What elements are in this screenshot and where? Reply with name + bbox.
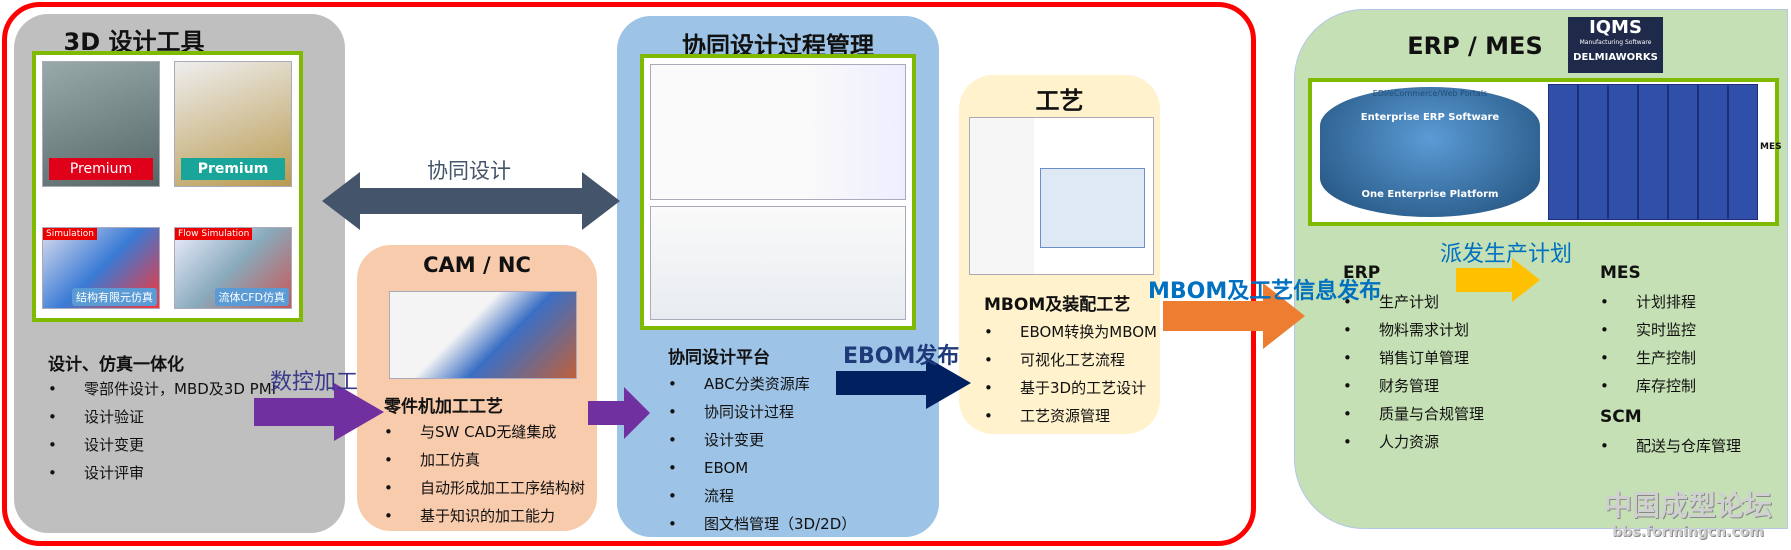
list-item: 基于知识的加工能力 — [384, 502, 585, 530]
list-item: 质量与合规管理 — [1343, 400, 1484, 428]
list-item: 实时监控 — [1600, 316, 1696, 344]
erp-mes-title: ERP / MES — [1407, 32, 1543, 60]
list-item: 计划排程 — [1600, 288, 1696, 316]
collab-list: ABC分类资源库 协同设计过程 设计变更 EBOM 流程 图文档管理（3D/2D… — [668, 370, 856, 538]
list-item: 与SW CAD无缝集成 — [384, 418, 585, 446]
list-item: EBOM转换为MBOM — [984, 318, 1157, 346]
cam-title: CAM / NC — [423, 253, 531, 277]
fea-image: Simulation 结构有限元仿真 — [42, 227, 160, 309]
premium-image-1: Premium — [42, 61, 160, 187]
list-item: ABC分类资源库 — [668, 370, 856, 398]
erp-heading: ERP — [1343, 263, 1381, 283]
design-tools-list: 零部件设计，MBD及3D PMI 设计验证 设计变更 设计评审 — [48, 375, 276, 487]
list-item: 设计变更 — [668, 426, 856, 454]
scm-list: 配送与仓库管理 — [1600, 432, 1741, 460]
list-item: EBOM — [668, 454, 856, 482]
watermark-title: 中国成型论坛 — [1604, 489, 1773, 522]
integration-frame — [2, 2, 1256, 546]
watermark: 中国成型论坛 bbs.formingcn.com — [1604, 484, 1772, 540]
platform-top-label: EDI/eCommerce/Web Portals — [1372, 89, 1488, 98]
list-item: 自动形成加工工序结构树 — [384, 474, 585, 502]
premium-image-2: Premium — [174, 61, 292, 187]
list-item: 流程 — [668, 482, 856, 510]
cam-to-collab-arrow — [588, 387, 650, 439]
plm-screenshot — [650, 64, 906, 200]
mes-side-label: MES — [1760, 142, 1782, 152]
list-item: 库存控制 — [1600, 372, 1696, 400]
platform-center-label: Enterprise ERP Software — [1360, 112, 1500, 123]
collab-screenshots — [640, 54, 916, 330]
ebom-arrow — [836, 357, 971, 409]
premium-label: Premium — [49, 158, 153, 180]
list-item: 设计评审 — [48, 459, 276, 487]
premium-label: Premium — [181, 158, 285, 180]
list-item: 生产计划 — [1343, 288, 1484, 316]
logo-sub: Manufacturing Software — [1579, 39, 1652, 46]
mes-heading: MES — [1600, 263, 1641, 283]
platform-bottom-label: One Enterprise Platform — [1361, 189, 1499, 200]
list-item: 配送与仓库管理 — [1600, 432, 1741, 460]
process-title: 工艺 — [1035, 87, 1084, 115]
list-item: 图文档管理（3D/2D） — [668, 510, 856, 538]
design-tools-heading: 设计、仿真一体化 — [48, 355, 184, 375]
watermark-url: bbs.formingcn.com — [1612, 524, 1764, 540]
iqms-logo: IQMS Manufacturing Software DELMIAWORKS — [1568, 17, 1663, 73]
list-item: 基于3D的工艺设计 — [984, 374, 1157, 402]
dispatch-arrow — [1456, 258, 1540, 302]
cfd-image: Flow Simulation 流体CFD仿真 — [174, 227, 292, 309]
process-dialog — [1040, 168, 1145, 248]
nc-arrow — [254, 383, 384, 441]
process-screenshot — [969, 117, 1154, 275]
list-item: 生产控制 — [1600, 344, 1696, 372]
simulation-tag: Simulation — [43, 228, 97, 240]
erp-mes-images: EDI/eCommerce/Web Portals Enterprise ERP… — [1308, 78, 1782, 226]
cam-list: 与SW CAD无缝集成 加工仿真 自动形成加工工序结构树 基于知识的加工能力 — [384, 418, 585, 530]
scm-heading: SCM — [1600, 407, 1642, 427]
erp-platform-graphic: EDI/eCommerce/Web Portals Enterprise ERP… — [1320, 87, 1540, 217]
module-grid — [1548, 84, 1758, 220]
list-item: 设计验证 — [48, 403, 276, 431]
cfd-label: 流体CFD仿真 — [214, 288, 289, 306]
collab-design-label: 协同设计 — [427, 159, 511, 183]
mes-list: 计划排程 实时监控 生产控制 库存控制 — [1600, 288, 1696, 400]
collab-double-arrow — [322, 172, 620, 230]
nc-label: 数控加工 — [270, 370, 359, 395]
list-item: 设计变更 — [48, 431, 276, 459]
list-item: 可视化工艺流程 — [984, 346, 1157, 374]
mbom-arrow — [1163, 283, 1305, 349]
list-item: 协同设计过程 — [668, 398, 856, 426]
list-item: 工艺资源管理 — [984, 402, 1157, 430]
list-item: 物料需求计划 — [1343, 316, 1484, 344]
list-item: 加工仿真 — [384, 446, 585, 474]
list-item: 人力资源 — [1343, 428, 1484, 456]
list-item: 财务管理 — [1343, 372, 1484, 400]
erp-list: 生产计划 物料需求计划 销售订单管理 财务管理 质量与合规管理 人力资源 — [1343, 288, 1484, 456]
process-list: EBOM转换为MBOM 可视化工艺流程 基于3D的工艺设计 工艺资源管理 — [984, 318, 1157, 430]
logo-by: DELMIAWORKS — [1573, 52, 1658, 63]
process-heading: MBOM及装配工艺 — [984, 295, 1131, 315]
dashboard-screenshot — [650, 206, 906, 320]
ebom-label: EBOM发布 — [843, 344, 960, 369]
collab-heading: 协同设计平台 — [668, 348, 770, 368]
mbom-label: MBOM及工艺信息发布 — [1148, 279, 1382, 304]
list-item: 零部件设计，MBD及3D PMI — [48, 375, 276, 403]
dispatch-label: 派发生产计划 — [1440, 242, 1573, 267]
cam-heading: 零件机加工工艺 — [384, 397, 503, 417]
cam-screenshot — [389, 291, 577, 379]
list-item: 销售订单管理 — [1343, 344, 1484, 372]
design-tools-images: Premium Premium Simulation 结构有限元仿真 Flow … — [32, 51, 303, 322]
flow-simulation-tag: Flow Simulation — [175, 228, 253, 240]
fea-label: 结构有限元仿真 — [72, 288, 157, 306]
logo-brand: IQMS — [1589, 17, 1642, 38]
